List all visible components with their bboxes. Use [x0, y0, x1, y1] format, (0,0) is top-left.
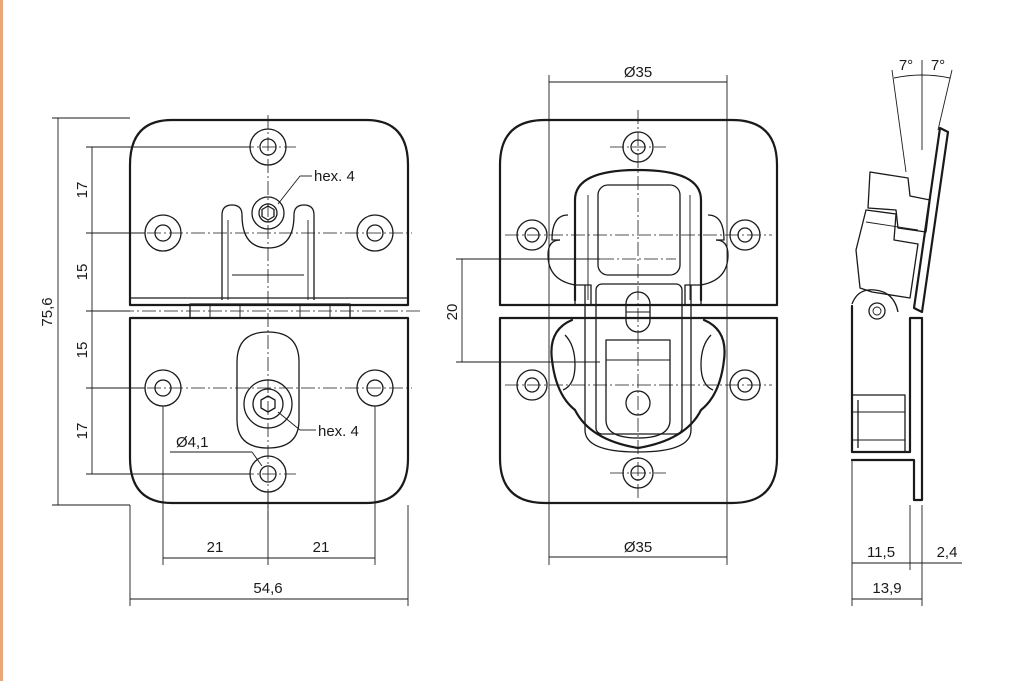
hole-diameter-label: Ø4,1	[176, 434, 209, 451]
dim-height: 75,6	[39, 297, 56, 326]
top-plate-outline	[128, 118, 410, 307]
dim-17-bottom: 17	[74, 423, 91, 440]
front-view: 75,6 17 15 15 17 21 21 54,6 Ø4,1 hex. 4 …	[39, 115, 420, 606]
hinge-arm	[595, 283, 683, 435]
dim-20: 20	[444, 304, 461, 321]
dim-17-top: 17	[74, 182, 91, 199]
hex-label-top: hex. 4	[314, 168, 355, 185]
cup-top-block	[597, 184, 681, 276]
angled-leaf	[912, 126, 950, 314]
cup-diameter-bottom: Ø35	[624, 539, 652, 556]
dim-11-5: 11,5	[867, 544, 895, 561]
dim-width: 54,6	[253, 580, 282, 597]
middle-view: Ø35 Ø35 20	[444, 64, 779, 565]
dimension-lines	[52, 117, 409, 606]
dim-15-top: 15	[74, 264, 91, 281]
dimension-lines	[456, 75, 728, 565]
hex-label-bottom: hex. 4	[318, 423, 359, 440]
cup-diameter-top: Ø35	[624, 64, 652, 81]
cup-housing-upper	[573, 168, 703, 302]
angle-right: 7°	[931, 57, 945, 74]
dimension-lines	[851, 60, 962, 606]
angle-left: 7°	[899, 57, 913, 74]
top-plate-outline	[498, 118, 779, 307]
dim-2-4: 2,4	[937, 544, 958, 561]
dim-13-9: 13,9	[872, 580, 901, 597]
bottom-plate-outline	[498, 316, 779, 505]
dim-21-left: 21	[207, 539, 224, 556]
lower-body	[850, 304, 924, 502]
bottom-plate-outline	[128, 316, 410, 505]
dim-21-right: 21	[313, 539, 330, 556]
slot	[236, 331, 300, 449]
side-view: 7° 7° 11,5 2,4 13,9	[850, 57, 962, 606]
dim-15-bottom: 15	[74, 342, 91, 359]
page-edge-strip	[0, 0, 3, 681]
